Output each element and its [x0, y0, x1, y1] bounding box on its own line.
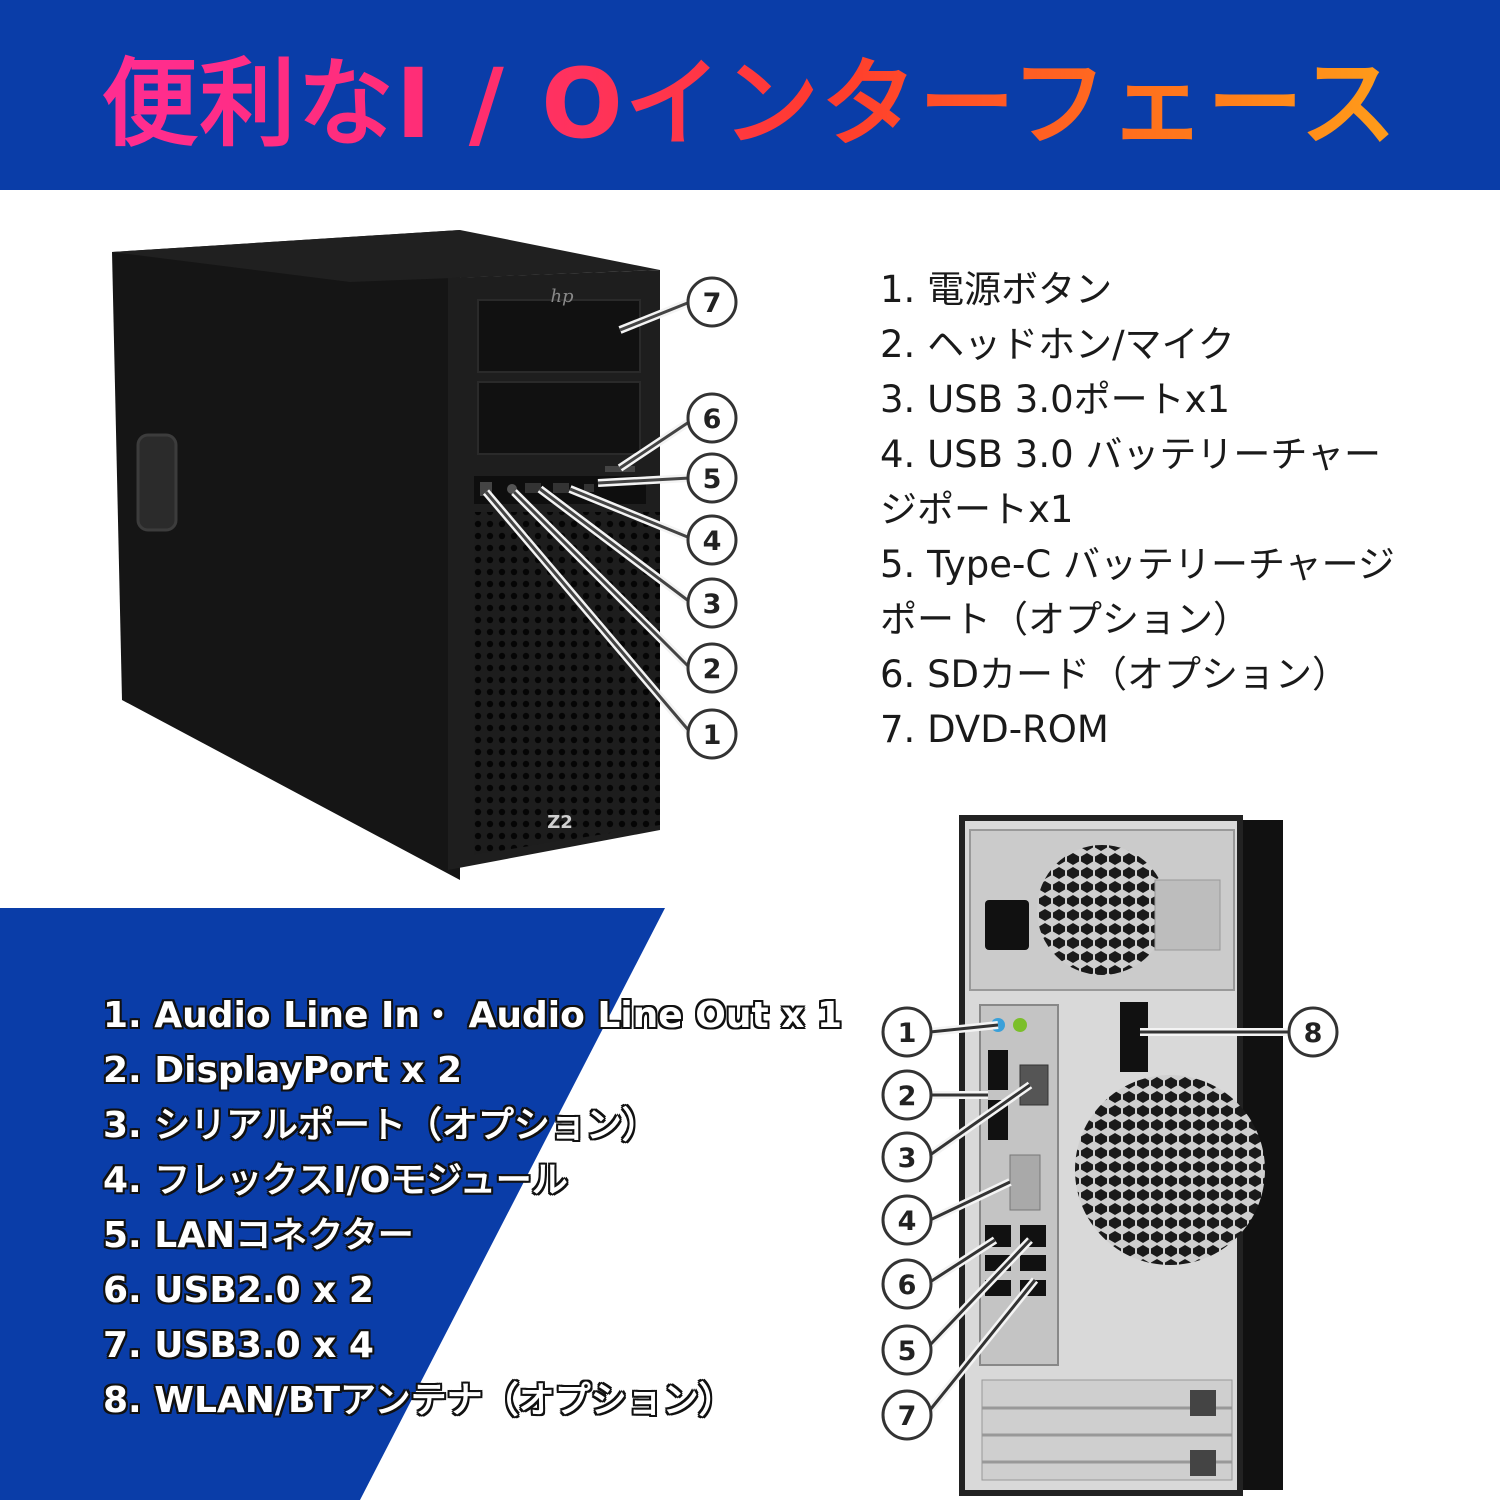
front-callout-7: 7: [703, 288, 722, 319]
tower-side-panel: [112, 230, 460, 880]
rear-list-item: 5. LANコネクター: [103, 1215, 414, 1256]
rear-list-item: 8. WLAN/BTアンテナ（オプション）: [103, 1380, 735, 1421]
rear-callout-2: 2: [898, 1081, 917, 1112]
rear-callout-5: 5: [898, 1336, 917, 1367]
front-list-item: 2. ヘッドホン/マイク: [880, 323, 1235, 366]
rear-port-list: 1. Audio Line In・ Audio Line Out x 1 2. …: [103, 988, 843, 1428]
rear-list-item: 2. DisplayPort x 2: [103, 1050, 463, 1091]
front-list-item: 7. DVD-ROM: [880, 708, 1109, 751]
front-list-item: 3. USB 3.0ポートx1: [880, 378, 1231, 421]
rear-list-item: 4. フレックスI/Oモジュール: [103, 1160, 568, 1201]
rear-callout-1: 1: [898, 1018, 917, 1049]
rear-callout-4: 4: [898, 1206, 917, 1237]
front-callout-2: 2: [703, 654, 722, 685]
front-callout-6: 6: [703, 404, 722, 435]
rear-list-item: 7. USB3.0 x 4: [103, 1325, 374, 1366]
front-tower-figure: hp Z2: [100, 230, 760, 880]
front-brand-logo: hp: [550, 286, 574, 307]
rear-callout-6: 6: [898, 1270, 917, 1301]
rear-callout-3: 3: [898, 1143, 917, 1174]
front-callout-1: 1: [703, 720, 722, 751]
rear-list-background: [0, 908, 665, 1500]
rear-list-item: 3. シリアルポート（オプション）: [103, 1105, 658, 1146]
front-list-item: 6. SDカード（オプション）: [880, 653, 1350, 696]
front-callout-5: 5: [703, 464, 722, 495]
rear-list-item: 6. USB2.0 x 2: [103, 1270, 374, 1311]
side-handle-icon: [136, 433, 178, 532]
front-port-list: 1. 電源ボタン 2. ヘッドホン/マイク 3. USB 3.0ポートx1 4.…: [880, 262, 1480, 757]
front-list-item: 5. Type-C バッテリーチャージ: [880, 543, 1395, 586]
front-model-logo: Z2: [547, 812, 573, 833]
rear-list-item: 1. Audio Line In・ Audio Line Out x 1: [103, 995, 843, 1036]
rear-callout-7: 7: [898, 1401, 917, 1432]
front-list-item: 4. USB 3.0 バッテリーチャー: [880, 433, 1382, 476]
front-list-item: 1. 電源ボタン: [880, 268, 1113, 311]
power-socket-icon: [985, 900, 1029, 950]
front-list-item: ジポートx1: [880, 488, 1074, 531]
rear-callout-8: 8: [1304, 1018, 1323, 1049]
front-callout-3: 3: [703, 589, 722, 620]
header-banner: [0, 0, 1500, 190]
rear-tower-figure: 1 2 3 4 6 5 7 8: [870, 810, 1370, 1500]
front-list-item: ポート（オプション）: [880, 598, 1250, 641]
front-callout-4: 4: [703, 526, 722, 557]
page-title: 便利なI / Oインターフェース: [0, 0, 1500, 190]
